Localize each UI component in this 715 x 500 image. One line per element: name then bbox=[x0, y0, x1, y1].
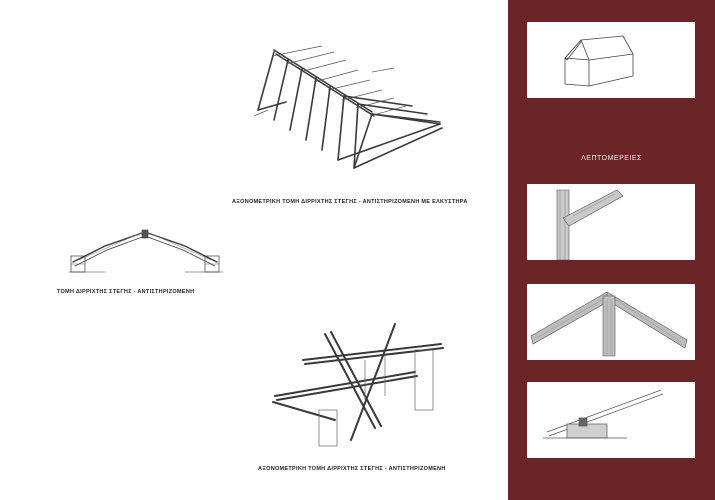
section-sketch bbox=[68, 229, 224, 273]
axonometric-tie-drawing bbox=[222, 42, 452, 182]
detail-thumbnail-wall-plate bbox=[527, 382, 695, 458]
section-drawing bbox=[65, 226, 225, 276]
ridge-sketch bbox=[530, 291, 688, 357]
detail-thumbnail-joint bbox=[527, 184, 695, 260]
house-sketch bbox=[564, 35, 634, 87]
axonometric-drawing bbox=[265, 320, 450, 450]
axonometric-tie-sketch bbox=[253, 45, 443, 169]
joint-sketch bbox=[556, 189, 624, 260]
details-sidebar: ΛΕΠΤΟΜΕΡΕΙΕΣ bbox=[508, 0, 715, 500]
details-title: ΛΕΠΤΟΜΕΡΕΙΕΣ bbox=[581, 155, 642, 162]
axonometric-tie-caption: ΑΞΟΝΟΜΕΤΡΙΚΗ ΤΟΜΗ ΔΙΡΡΙΧΤΗΣ ΣΤΕΓΗΣ - ΑΝΤ… bbox=[232, 199, 468, 205]
detail-thumbnail-ridge bbox=[527, 284, 695, 360]
axonometric-sketch bbox=[272, 323, 444, 447]
section-caption: ΤΟΜΗ ΔΙΡΡΙΧΤΗΣ ΣΤΕΓΗΣ - ΑΝΤΙΣΤΗΡΙΖΟΜΕΝΗ bbox=[57, 289, 195, 295]
wall-plate-sketch bbox=[543, 389, 664, 439]
detail-thumbnail-house bbox=[527, 22, 695, 98]
axonometric-caption: ΑΞΟΝΟΜΕΤΡΙΚΗ ΤΟΜΗ ΔΙΡΡΙΧΤΗΣ ΣΤΕΓΗΣ - ΑΝΤ… bbox=[258, 466, 446, 472]
